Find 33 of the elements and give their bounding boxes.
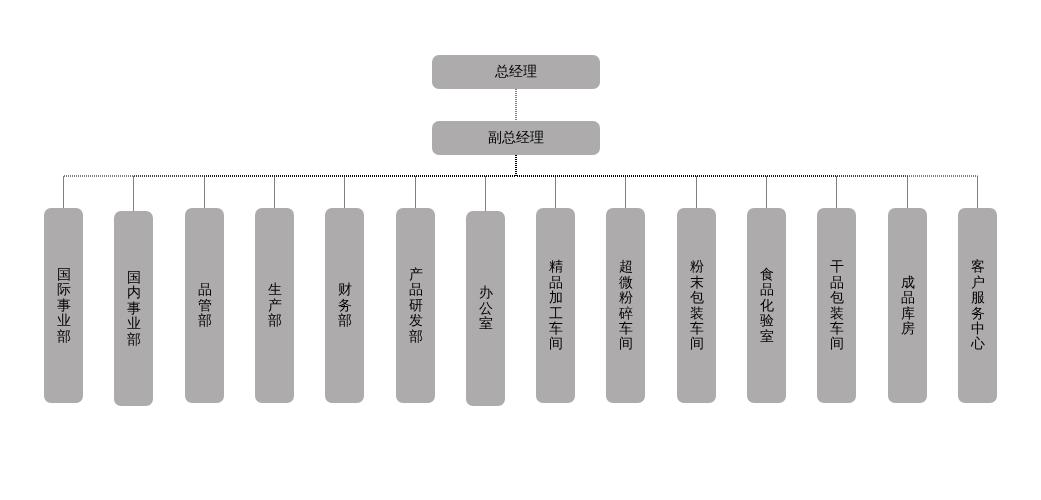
department-name: 粉末包装车间 [689,259,704,352]
department-name: 成品库房 [900,274,915,337]
department-name: 超微粉碎车间 [618,259,633,352]
department-box [466,211,505,406]
department-box [747,208,786,403]
department-box [44,208,83,403]
department-box [325,208,364,403]
department-name: 精品加工车间 [548,259,563,352]
department-box [396,208,435,403]
department-box [958,208,997,403]
department-box [185,208,224,403]
department-box [677,208,716,403]
department-name: 办公室 [478,285,493,332]
department-box [536,208,575,403]
department-box [606,208,645,403]
department-name: 国内事业部 [126,270,141,347]
department-name: 生产部 [267,282,282,329]
department-box [888,208,927,403]
department-box [817,208,856,403]
department-name: 财务部 [337,282,352,329]
department-name: 品管部 [197,282,212,329]
position-title: 总经理 [495,63,537,81]
connector-line [515,88,517,122]
department-box [255,208,294,403]
department-name: 国际事业部 [56,267,71,344]
department-name: 食品化验室 [759,267,774,344]
department-name: 干品包装车间 [829,259,844,352]
position-title: 副总经理 [488,129,544,147]
manager-box [432,121,600,155]
department-name: 客户服务中心 [970,259,985,352]
manager-box [432,55,600,89]
department-name: 产品研发部 [408,267,423,344]
department-box [114,211,153,406]
